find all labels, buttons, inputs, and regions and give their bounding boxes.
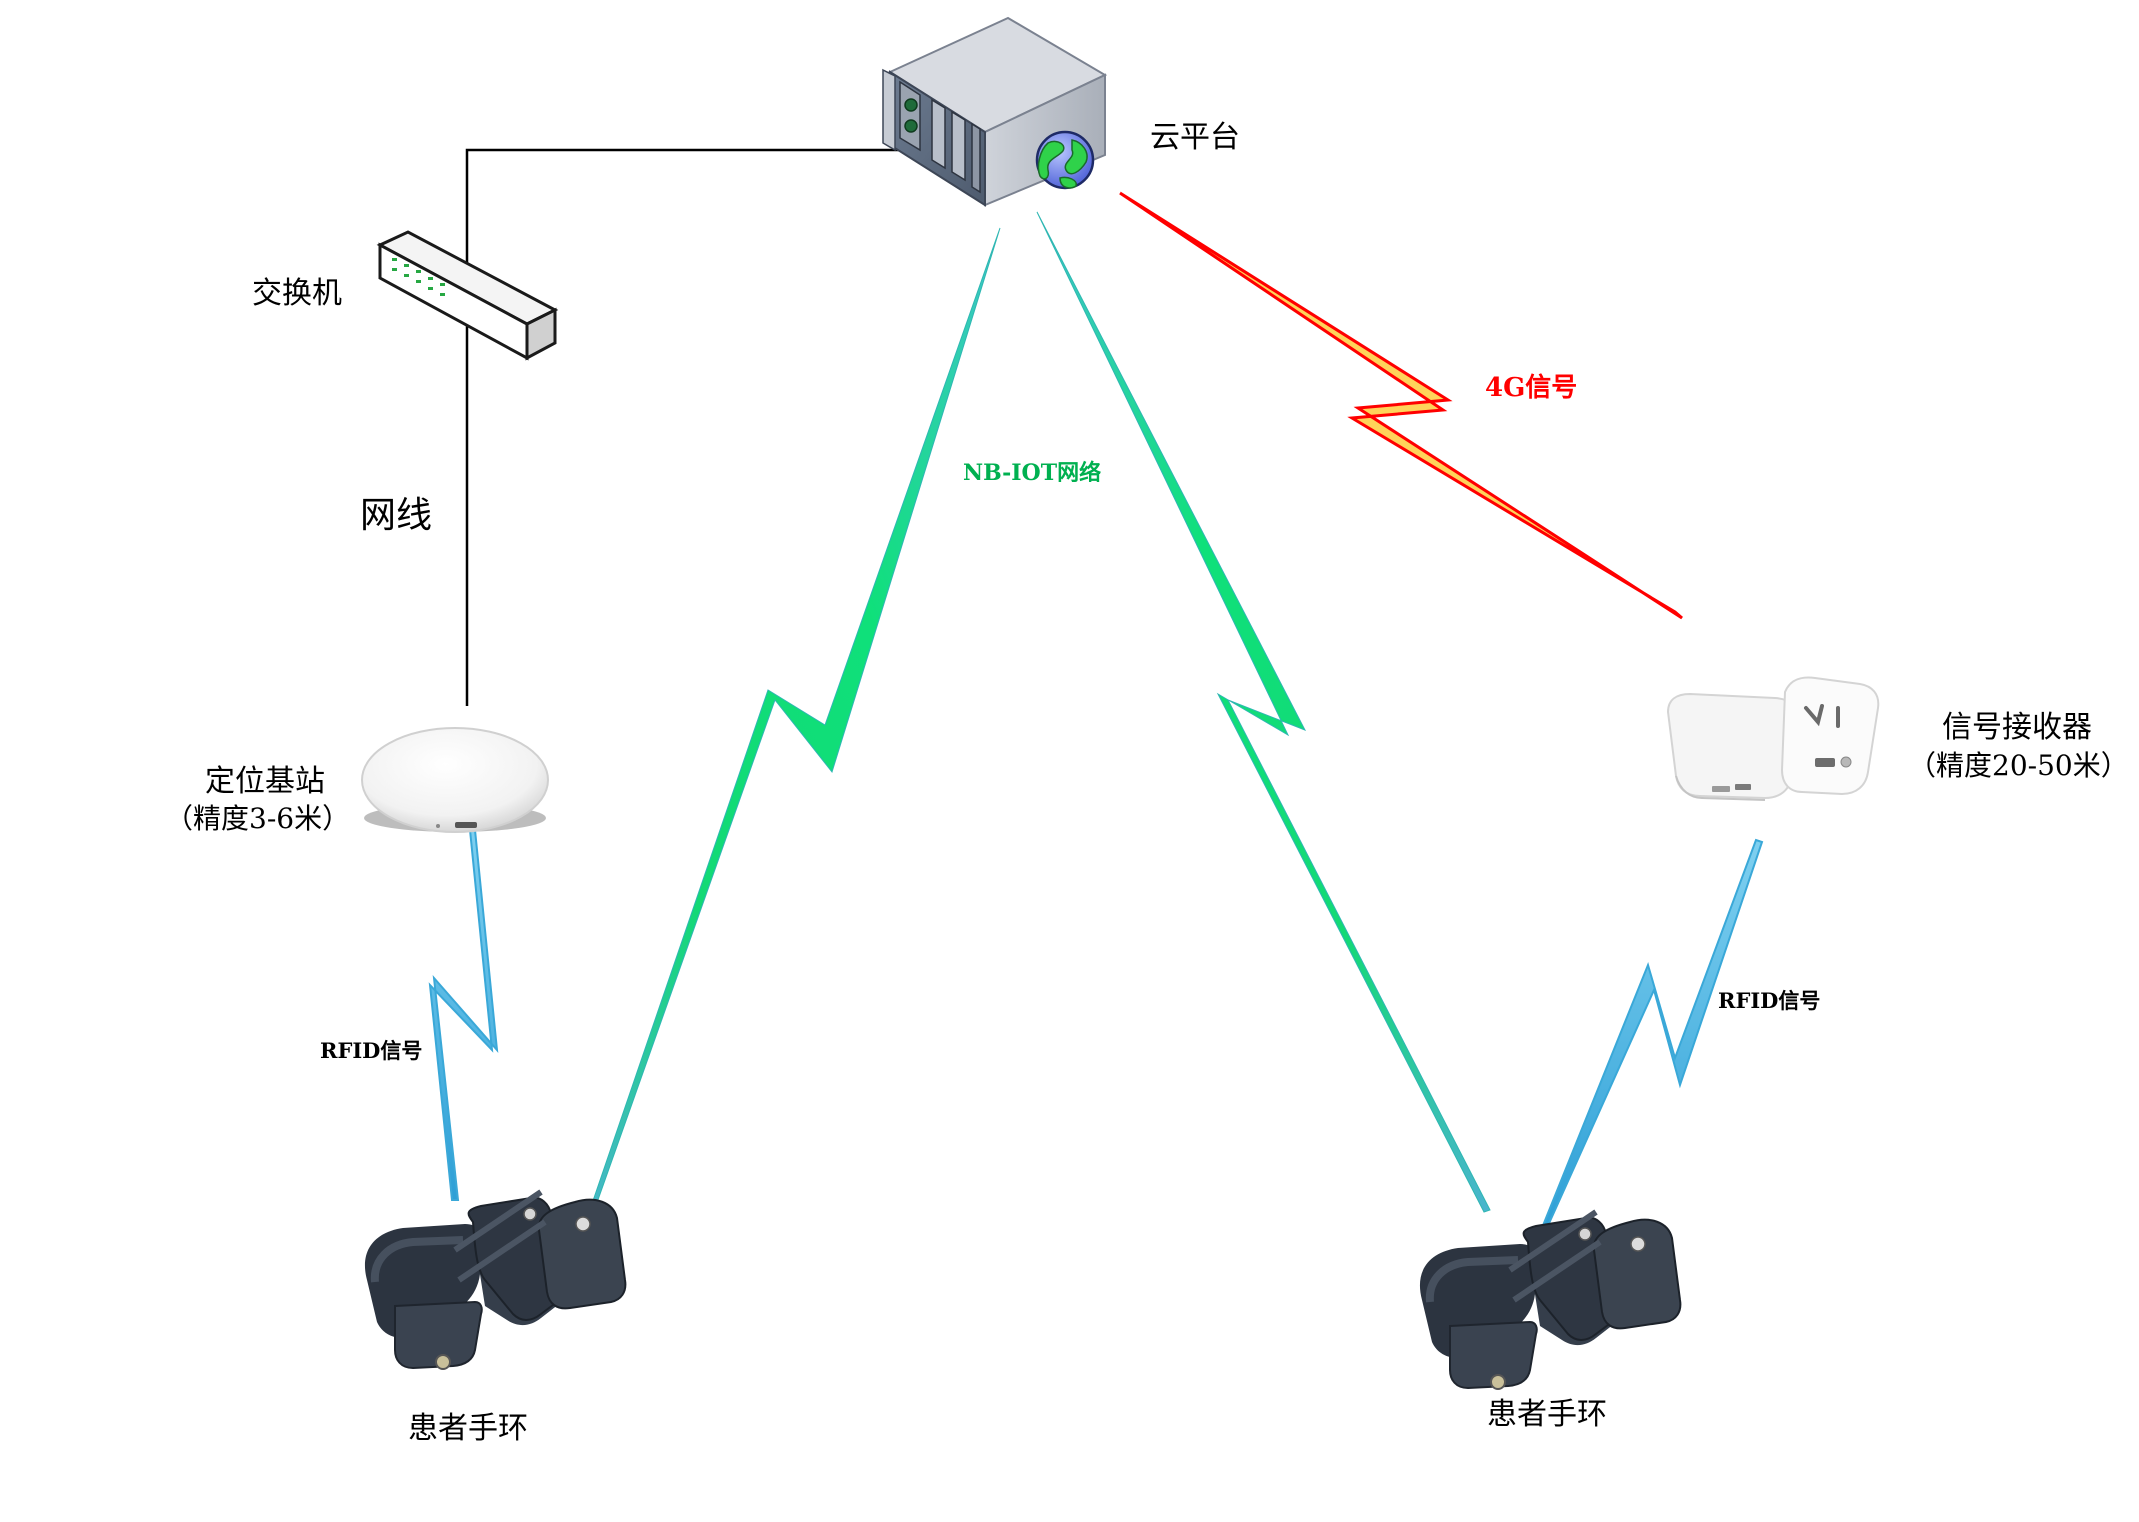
receiver-accuracy: （精度20-50米） — [1908, 749, 2129, 782]
wristband-left-label: 患者手环 — [408, 1411, 528, 1446]
wristband-icon — [364, 1189, 627, 1370]
cable-label: 网线 — [360, 495, 432, 536]
rfid-left-label: RFID信号 — [320, 1038, 422, 1063]
cloud-label: 云平台 — [1150, 120, 1240, 155]
nbiot-link-right — [1036, 211, 1491, 1213]
network-cable — [465, 148, 900, 706]
wristband-icon — [1419, 1209, 1682, 1390]
base-station-accuracy: （精度3-6米） — [165, 802, 350, 835]
globe-icon — [1035, 130, 1095, 190]
switch-label: 交换机 — [252, 276, 342, 311]
base-station-label: 定位基站 — [205, 764, 325, 799]
lte-link — [1119, 191, 1683, 620]
lte-label: 4G信号 — [1485, 373, 1577, 403]
nbiot-label: NB-IOT网络 — [963, 460, 1101, 486]
server-icon — [882, 16, 1108, 207]
access-point-icon — [361, 727, 549, 833]
signal-receiver-icon — [1666, 676, 1880, 801]
receiver-label: 信号接收器 — [1942, 710, 2092, 745]
nbiot-link-left — [582, 227, 1001, 1231]
network-switch-icon — [376, 230, 559, 361]
wristband-right-label: 患者手环 — [1487, 1397, 1607, 1432]
rfid-link-left — [428, 829, 499, 1201]
rfid-link-right — [1540, 838, 1764, 1232]
rfid-right-label: RFID信号 — [1718, 988, 1820, 1013]
